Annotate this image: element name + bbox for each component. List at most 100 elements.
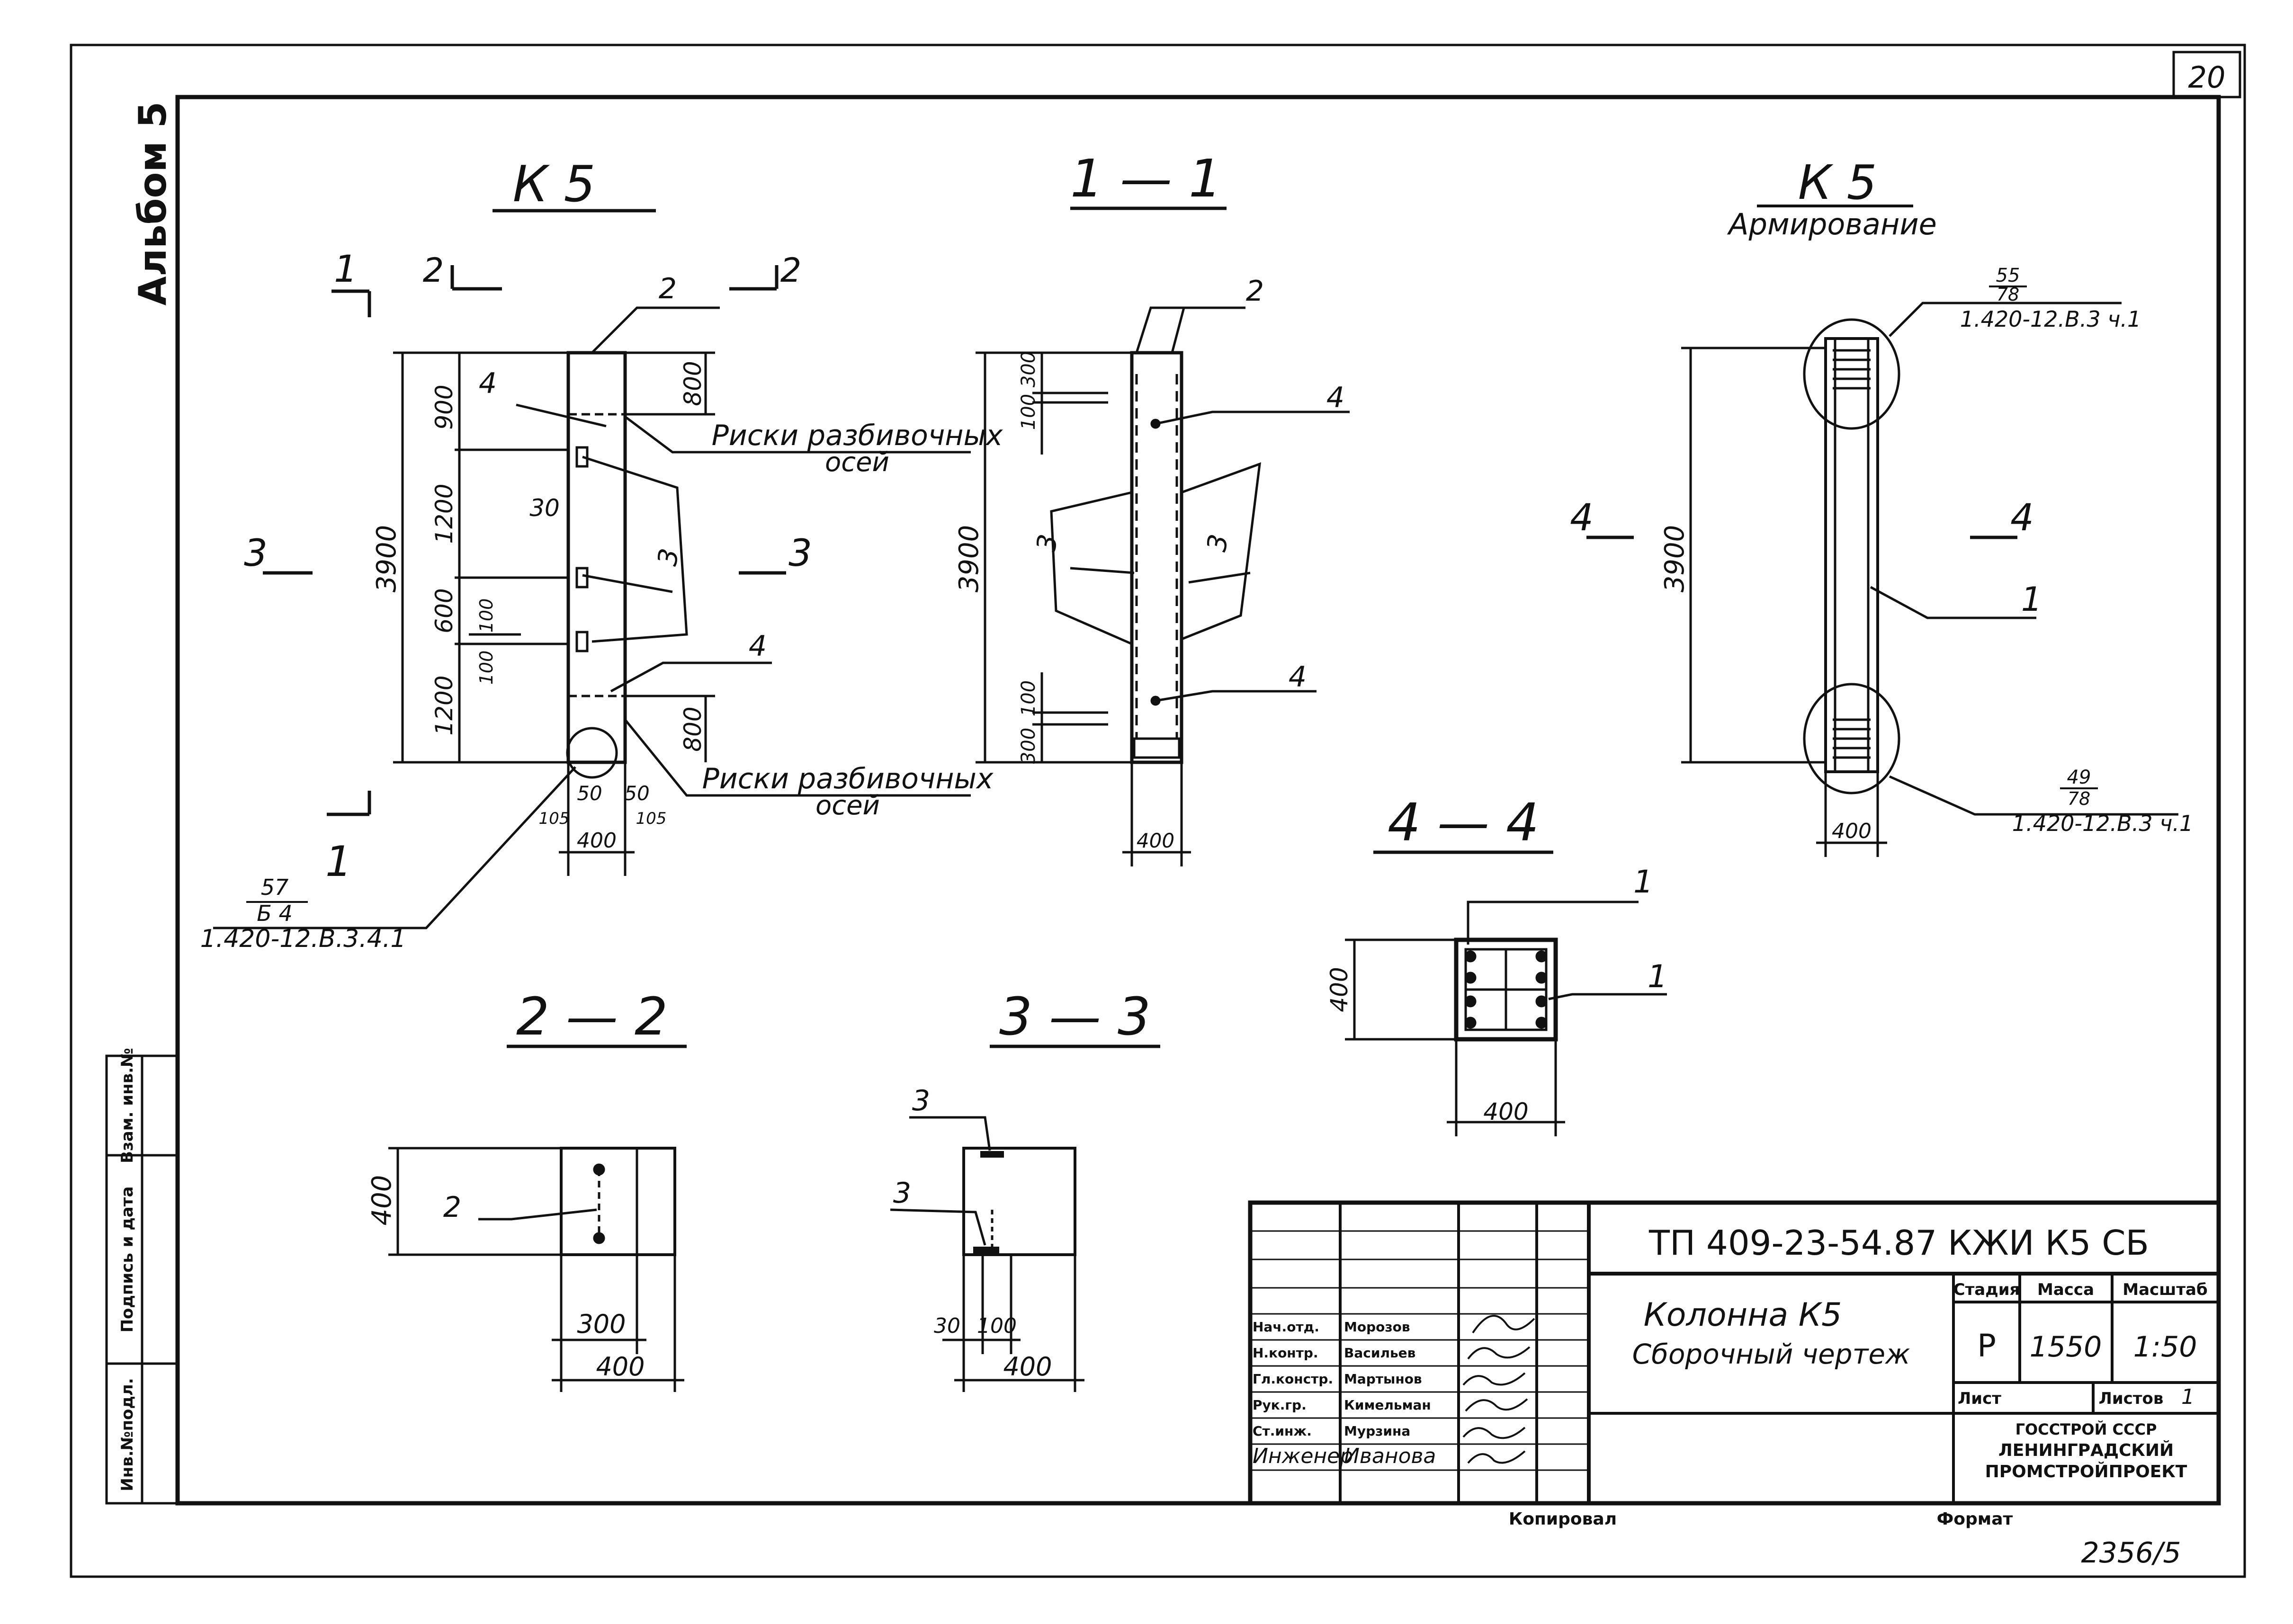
elev-dim-105b: 105 bbox=[636, 809, 667, 828]
person-name-1: Морозов bbox=[1344, 1319, 1410, 1335]
person-role-5: Ст.инж. bbox=[1253, 1423, 1312, 1439]
s11-dim-300-bottom: 300 bbox=[1018, 728, 1039, 764]
outer-frame bbox=[70, 44, 2246, 1578]
archive-number: 2356/5 bbox=[2081, 1536, 2181, 1570]
reinf-leader-1: 1 bbox=[2021, 580, 2042, 619]
s33-leader-3b: 3 bbox=[893, 1177, 911, 1210]
cut2-right: 2 bbox=[780, 251, 802, 290]
org-line-2: ЛЕНИНГРАДСКИЙ bbox=[1998, 1440, 2174, 1460]
margin-label-inv: Инв.№подл. bbox=[118, 1378, 137, 1491]
reinf-top-ref-num: 55 bbox=[1996, 265, 2020, 286]
section33-title: 3 — 3 bbox=[999, 986, 1151, 1047]
s44-dim-h: 400 bbox=[1326, 967, 1353, 1012]
reinf-cut4-left: 4 bbox=[1570, 497, 1594, 539]
reinf-title: К 5 bbox=[1798, 155, 1877, 210]
person-name-6: Иванова bbox=[1344, 1444, 1436, 1468]
reinf-dim-total: 3900 bbox=[1659, 525, 1690, 593]
elev-dim-400: 400 bbox=[577, 829, 617, 853]
elev-dim-100a: 100 bbox=[476, 598, 497, 633]
elev-dim-100b: 100 bbox=[476, 651, 497, 685]
elev-dim-50a: 50 bbox=[577, 782, 602, 805]
elev-dim-1200-top: 1200 bbox=[430, 483, 458, 544]
elev-dim-30: 30 bbox=[529, 494, 560, 522]
person-name-3: Мартынов bbox=[1344, 1371, 1422, 1387]
org-line-3: ПРОМСТРОЙПРОЕКТ bbox=[1985, 1462, 2187, 1481]
s11-leader-2: 2 bbox=[1246, 275, 1264, 308]
elev-note-bottom-1: Риски разбивочных bbox=[702, 762, 994, 795]
s11-leader-3-left: 3 bbox=[1031, 532, 1064, 554]
page-number: 20 bbox=[2188, 60, 2226, 95]
section11-view bbox=[976, 306, 1350, 866]
title-block bbox=[1248, 1200, 2221, 1506]
sheets-value: 1 bbox=[2181, 1385, 2194, 1409]
stage-label: Стадия bbox=[1953, 1280, 2020, 1299]
s22-dim-300: 300 bbox=[577, 1309, 626, 1339]
page-number-box bbox=[2172, 51, 2241, 98]
s11-dim-100-bottom: 100 bbox=[1018, 680, 1039, 716]
elev-dim-800-bottom: 800 bbox=[679, 706, 707, 751]
title-name-2: Сборочный чертеж bbox=[1632, 1338, 1910, 1370]
elev-dim-900: 900 bbox=[430, 384, 458, 429]
section44-title: 4 — 4 bbox=[1388, 792, 1539, 853]
elev-note-top-1: Риски разбивочных bbox=[712, 419, 1003, 452]
reinf-subtitle: Армирование bbox=[1727, 207, 1937, 241]
reinf-top-ref-den: 78 bbox=[1997, 284, 2019, 305]
elev-leader-4-top: 4 bbox=[479, 367, 497, 400]
person-name-4: Кимельман bbox=[1344, 1397, 1431, 1413]
format-label: Формат bbox=[1937, 1509, 2013, 1529]
mass-value: 1550 bbox=[2030, 1330, 2102, 1364]
s11-dim-100-top: 100 bbox=[1018, 394, 1039, 430]
scale-value: 1:50 bbox=[2133, 1330, 2197, 1364]
s44-dim-w: 400 bbox=[1483, 1098, 1528, 1125]
s33-dim-100: 100 bbox=[977, 1314, 1017, 1338]
album-label: Альбом 5 bbox=[131, 102, 175, 306]
s11-leader-4-top: 4 bbox=[1326, 381, 1344, 414]
person-name-2: Васильев bbox=[1344, 1345, 1415, 1361]
reinf-bottom-ref-den: 78 bbox=[2068, 788, 2090, 809]
person-role-6: Инженер bbox=[1253, 1444, 1353, 1468]
person-role-2: Н.контр. bbox=[1253, 1345, 1318, 1361]
elev-ref-den: Б 4 bbox=[257, 901, 292, 926]
s33-dim-30: 30 bbox=[934, 1314, 960, 1338]
reinf-bottom-ref-doc: 1.420-12.В.3 ч.1 bbox=[2012, 811, 2194, 836]
reinf-cut4-right: 4 bbox=[2010, 497, 2034, 539]
elev-note-bottom-2: осей bbox=[815, 790, 880, 821]
elev-dim-105a: 105 bbox=[539, 809, 570, 828]
elev-leader-2: 2 bbox=[659, 272, 677, 305]
elev-note-top-2: осей bbox=[825, 447, 889, 478]
s22-leader-2: 2 bbox=[443, 1191, 461, 1224]
person-name-5: Мурзина bbox=[1344, 1423, 1410, 1439]
margin-label-replace: Взам. инв.№ bbox=[118, 1048, 137, 1163]
elev-dim-1200-bottom: 1200 bbox=[430, 675, 458, 735]
title-code: ТП 409-23-54.87 КЖИ К5 СБ bbox=[1648, 1223, 2149, 1263]
copied-label: Копировал bbox=[1509, 1509, 1617, 1529]
section22-title: 2 — 2 bbox=[516, 986, 668, 1047]
elevation-title: К 5 bbox=[513, 155, 596, 213]
cut3-left: 3 bbox=[244, 532, 268, 575]
elev-dim-total: 3900 bbox=[371, 525, 402, 593]
person-role-3: Гл.констр. bbox=[1253, 1371, 1333, 1387]
s11-leader-4-bottom: 4 bbox=[1289, 660, 1307, 694]
s33-leader-3a: 3 bbox=[912, 1084, 930, 1117]
s22-dim-400: 400 bbox=[596, 1352, 645, 1382]
elev-dim-600: 600 bbox=[430, 588, 458, 633]
signatures bbox=[1462, 1315, 1535, 1464]
s33-dim-400: 400 bbox=[1003, 1352, 1052, 1382]
elev-leader-4-bottom: 4 bbox=[749, 630, 767, 663]
scale-label: Масштаб bbox=[2123, 1280, 2207, 1299]
s11-dim-300-top: 300 bbox=[1018, 351, 1039, 387]
person-role-4: Рук.гр. bbox=[1253, 1397, 1307, 1413]
org-line-1: ГОССТРОЙ СССР bbox=[2015, 1420, 2157, 1438]
cut3-right: 3 bbox=[788, 532, 812, 575]
person-role-1: Нач.отд. bbox=[1253, 1319, 1319, 1335]
elev-dim-800-top: 800 bbox=[679, 361, 707, 406]
elev-ref-doc: 1.420-12.В.3.4.1 bbox=[200, 925, 406, 953]
s22-dim-h: 400 bbox=[367, 1175, 397, 1226]
sheet-label: Лист bbox=[1958, 1389, 2001, 1408]
cut1-bottom: 1 bbox=[325, 837, 352, 886]
elevation-view bbox=[213, 265, 971, 929]
section11-title: 1 — 1 bbox=[1070, 148, 1222, 209]
section22-view bbox=[388, 1147, 684, 1392]
s11-dim-400: 400 bbox=[1137, 829, 1174, 852]
